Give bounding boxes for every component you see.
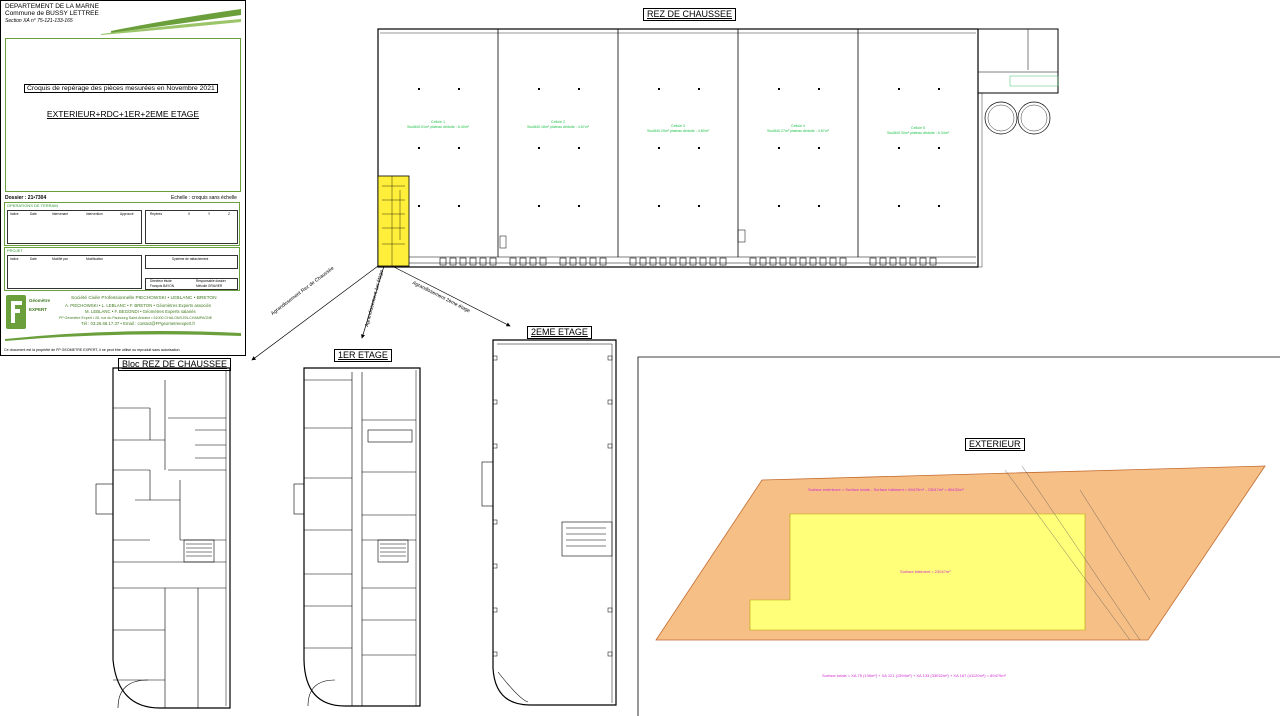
logo-line2: EXPERT [29,307,48,312]
croquis-frame: Croquis de repérage des pièces mesurées … [5,38,241,192]
header-intervenant: Intervenant [52,212,68,216]
rattachement-box: Système de rattachement [145,255,238,269]
cell-3-name: Cellule 3 [671,124,685,128]
croquis-title: Croquis de repérage des pièces mesurées … [24,84,218,93]
responsable-label: Responsable dossier [196,279,226,283]
department-label: DEPARTEMENT DE LA MARNE [5,3,99,10]
cell-2-surface: Sw4840.16m² plateau déduite : 4.87m² [527,125,589,129]
header-z: Z [228,212,230,216]
projet-header-modifie: Modifié par [52,257,68,261]
cell-3-surface: Sw4840.20m² plateau déduite : 4.80m² [647,129,709,133]
header-date: Date [30,212,37,216]
cell-2-label: Cellule 2 Sw4840.16m² plateau déduite : … [510,120,606,130]
projet-header-modification: Modification [86,257,104,261]
projet-header-date: Date [30,257,37,261]
exterieur-title: EXTERIEUR [965,438,1025,451]
etage2-title: 2EME ETAGE [527,326,592,339]
fp-logo-icon [6,295,26,329]
header-x: X [188,212,191,216]
footer-note: Ce document est la propriété de FP GEOME… [4,348,181,352]
dossier-label: Dossier : 21•7304 [5,195,47,201]
commune-label: Commune de BUSSY LETTREE [5,10,99,17]
header-swoosh [101,9,241,35]
operations-box: OPERATIONS DE TERRAIN Indice Date Interv… [4,202,240,246]
logo-line1: Géomètre [29,298,51,303]
surface-totale-label: Surface totale = XA 75 (139m²) + XA 121 … [822,673,1006,678]
header-intervention: Intervention [86,212,103,216]
header-indice: Indice [10,212,19,216]
header-y: Y [208,212,211,216]
etage1-title: 1ER ETAGE [334,349,392,362]
cell-4-name: Cellule 4 [791,124,805,128]
projet-box: PROJET Indice Date Modifié par Modificat… [4,247,240,291]
rattachement-label: Système de rattachement [172,257,209,261]
signatures-box: Directeur étude Responsable dossier Fran… [145,278,238,290]
directeur-name: François BAYON [150,284,175,288]
projet-label: PROJET [7,248,23,253]
levels-title: EXTERIEUR+RDC+1ER+2EME ETAGE [46,109,200,119]
surface-batiment-label: Surface bâtiment = 23047m² [900,569,951,574]
cell-4-surface: Sw4840.27m² plateau déduite : 4.87m² [767,129,829,133]
header-reperes: Repères [150,212,163,216]
cell-4-label: Cellule 4 Sw4840.27m² plateau déduite : … [750,124,846,134]
cell-2-name: Cellule 2 [551,120,565,124]
footer-swoosh [5,331,241,341]
cell-1-surface: Sw4840.01m² plateau déduite : 6.40m² [407,125,469,129]
partners-line1: A. PIECHOWSKI • L. LEBLANC • F. BRETON •… [65,303,212,308]
cell-1-name: Cellule 1 [431,120,445,124]
rdc-title: REZ DE CHAUSSEE [643,8,737,21]
cell-5-surface: Sw4840.30m² plateau déduite : 6.34m² [887,131,949,135]
section-label: Section XA n° 75-121-133-165 [5,18,73,24]
projet-table: Indice Date Modifié par Modification [7,255,142,289]
title-block: DEPARTEMENT DE LA MARNE Commune de BUSSY… [0,0,246,356]
responsable-name: Mélodie GRAVIER [196,284,223,288]
surface-exterieure-label: Surface extérieure = Surface totale - Su… [808,487,964,492]
header-approuve: Approuvé [120,212,134,216]
projet-header-indice: Indice [10,257,19,261]
directeur-label: Directeur étude [150,279,172,283]
contact-line: Tél : 03.26.68.17.37 • Email : contact@F… [81,321,196,326]
reperes-table: Repères X Y Z [145,210,238,244]
company-label: Société Civile Professionnelle PIECHOWSK… [71,296,217,301]
echelle-label: Echelle : croquis sans échelle [171,195,237,201]
cell-5-name: Cellule 5 [911,126,925,130]
operations-table: Indice Date Intervenant Intervention App… [7,210,142,244]
partners-line2: M. LEBLANC • F. BEGONDI • Géomètres Expe… [85,309,196,314]
cell-1-label: Cellule 1 Sw4840.01m² plateau déduite : … [390,120,486,130]
cell-3-label: Cellule 3 Sw4840.20m² plateau déduite : … [630,124,726,134]
address-line: FP Géomètre Expert • 26, rue du Faubourg… [59,316,213,320]
operations-label: OPERATIONS DE TERRAIN [7,203,59,208]
cell-5-label: Cellule 5 Sw4840.30m² plateau déduite : … [868,126,968,136]
